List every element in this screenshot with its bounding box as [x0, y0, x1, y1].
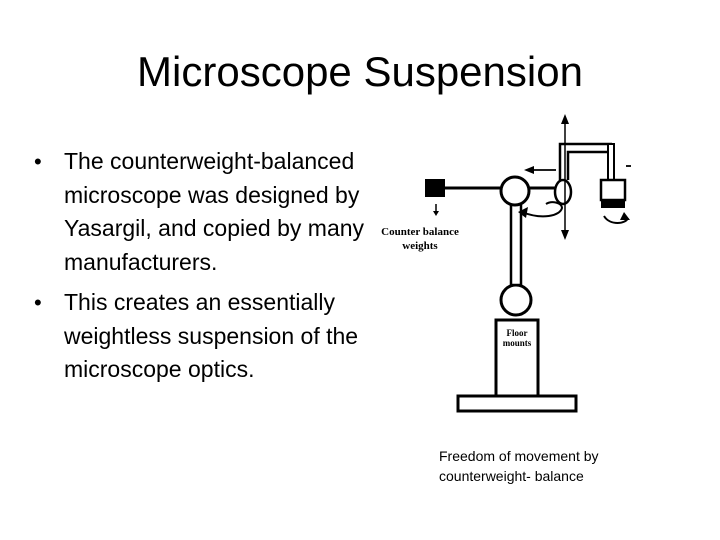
counter-balance-label: weights — [402, 240, 438, 252]
vertical-pole — [509, 201, 523, 287]
counter-balance-label: Counter balance — [381, 226, 459, 238]
slide-title: Microscope Suspension — [137, 48, 583, 95]
counterweight-block — [425, 179, 445, 197]
upper-arm — [558, 142, 612, 180]
bullet-list: • The counterweight-balanced microscope … — [30, 145, 375, 394]
bullet-marker: • — [34, 290, 42, 315]
figure-caption: Freedom of movement by counterweight- ba… — [439, 446, 669, 486]
bullet-text: This creates an essentially weightless s… — [64, 289, 359, 382]
bullet-marker: • — [34, 149, 42, 174]
microscope-suspension-diagram: Floor mounts Counter balance weights — [381, 114, 631, 413]
caption-line: counterweight- balance — [439, 468, 584, 484]
bullet-item: • The counterweight-balanced microscope … — [30, 145, 375, 279]
microscope-head — [599, 178, 627, 202]
lower-ball-joint — [499, 283, 533, 317]
floor-mount-label: mounts — [503, 338, 532, 348]
floor-mount-column — [494, 318, 540, 398]
elbow-joint — [553, 178, 573, 206]
bullet-text: The counterweight-balanced microscope wa… — [64, 148, 365, 275]
rotation-arrow — [521, 201, 564, 218]
floor-base — [456, 394, 578, 413]
bullet-item: • This creates an essentially weightless… — [30, 286, 375, 387]
floor-mount-label: Floor — [507, 328, 528, 338]
caption-line: Freedom of movement by — [439, 448, 599, 464]
upper-ball-joint — [499, 175, 531, 207]
microscope-drop-tube — [607, 143, 615, 181]
